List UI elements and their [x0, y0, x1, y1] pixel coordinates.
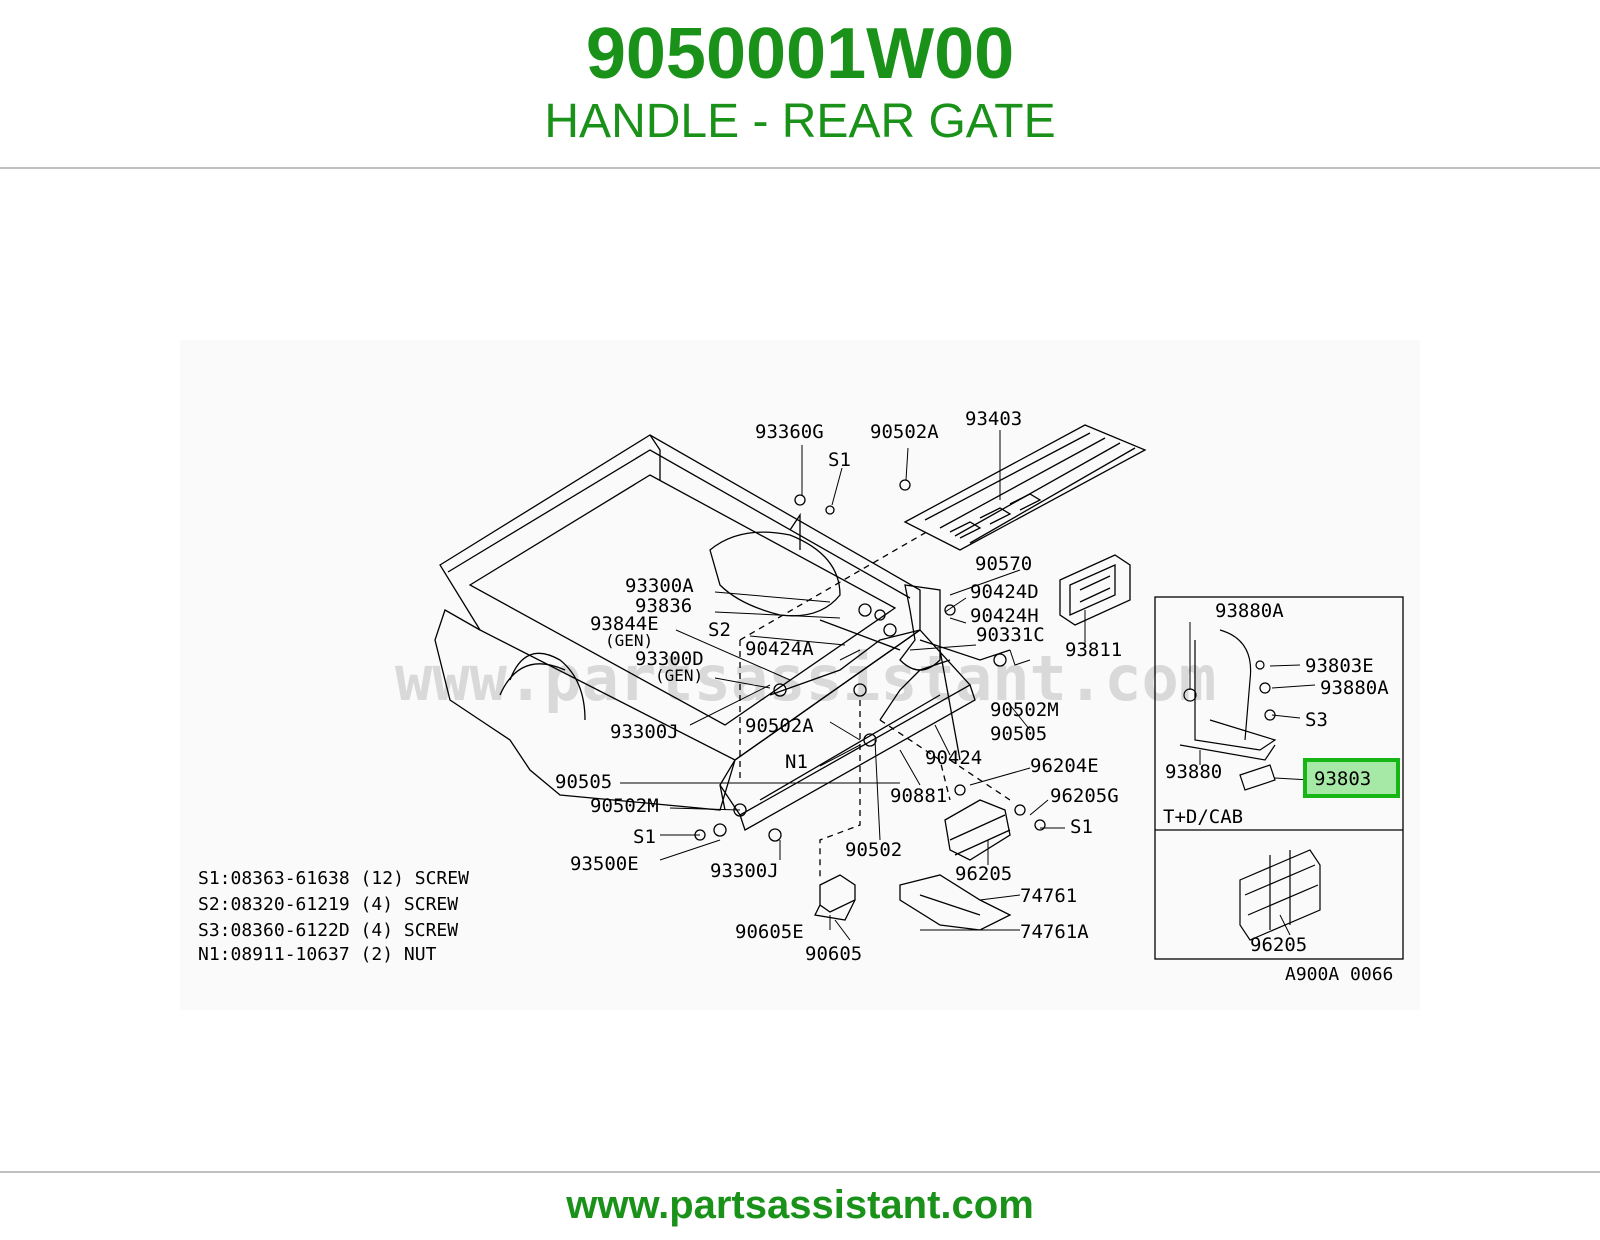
page-header: 9050001W00 HANDLE - REAR GATE	[0, 0, 1600, 168]
callout-S2: S2	[708, 619, 731, 641]
inset-callout-93880: 93880	[1165, 761, 1222, 783]
inset-callout-96205: 96205	[1250, 934, 1307, 956]
header-divider	[0, 167, 1600, 169]
callout-93300D: 93300D	[635, 648, 704, 670]
callout-90424H: 90424H	[970, 605, 1039, 627]
callout-93300J-bottom: 93300J	[710, 860, 779, 882]
inset-frame	[1154, 596, 1404, 960]
callout-90505-left: 90505	[555, 771, 612, 793]
footer-divider	[0, 1171, 1600, 1173]
part-number-title: 9050001W00	[585, 14, 1015, 94]
inset-variant-label: T+D/CAB	[1163, 806, 1243, 828]
callout-gen-2: (GEN)	[655, 666, 703, 685]
callout-labels: 93360G S1 90502A 93403 90570 90424D 9042…	[555, 408, 1122, 965]
inset-detail: 93880A 93803E 93880A S3 93880 T+D/CAB 96…	[1154, 596, 1404, 960]
part-name-subtitle: HANDLE - REAR GATE	[544, 95, 1056, 148]
callout-gen-1: (GEN)	[605, 631, 653, 650]
legend-line-s2: S2:08320-61219 (4) SCREW	[198, 894, 458, 915]
callout-S1-right: S1	[1070, 816, 1093, 838]
callout-90424: 90424	[925, 747, 982, 769]
callout-90881: 90881	[890, 785, 947, 807]
callout-96205G: 96205G	[1050, 785, 1119, 807]
highlighted-part-93803[interactable]: 93803	[1314, 768, 1371, 790]
callout-93836: 93836	[635, 595, 692, 617]
callout-90331C: 90331C	[976, 624, 1045, 646]
callout-90605: 90605	[805, 943, 862, 965]
footer-website-link[interactable]: www.partsassistant.com	[566, 1183, 1034, 1227]
callout-90505-right: 90505	[990, 723, 1047, 745]
callout-S1-top: S1	[828, 449, 851, 471]
callout-93360G: 93360G	[755, 421, 824, 443]
inset-callout-S3: S3	[1305, 709, 1328, 731]
callout-90502A-top: 90502A	[870, 421, 939, 443]
callout-leader-lines	[620, 430, 1086, 941]
callout-96205: 96205	[955, 863, 1012, 885]
callout-N1: N1	[785, 751, 808, 773]
callout-96204E: 96204E	[1030, 755, 1099, 777]
highlighted-part-box[interactable]	[1303, 758, 1400, 798]
callout-93844E: 93844E	[590, 613, 659, 635]
callout-93811: 93811	[1065, 639, 1122, 661]
drawing-code: A900A 0066	[1285, 964, 1393, 985]
callout-90570: 90570	[975, 553, 1032, 575]
callout-93500E: 93500E	[570, 853, 639, 875]
legend-line-s1: S1:08363-61638 (12) SCREW	[198, 868, 469, 889]
inset-callout-93880A: 93880A	[1320, 677, 1389, 699]
inset-callout-93803E: 93803E	[1305, 655, 1374, 677]
callout-90502M-right: 90502M	[990, 699, 1059, 721]
legend-line-s3: S3:08360-6122D (4) SCREW	[198, 920, 458, 941]
callout-90605E: 90605E	[735, 921, 804, 943]
callout-90502M-left: 90502M	[590, 795, 659, 817]
inset-callout-93880A-top: 93880A	[1215, 600, 1284, 622]
diagram-background	[180, 340, 1420, 1010]
callout-93300A: 93300A	[625, 575, 694, 597]
callout-74761: 74761	[1020, 885, 1077, 907]
fastener-legend: S1:08363-61638 (12) SCREW S2:08320-61219…	[198, 868, 469, 965]
callout-90424D: 90424D	[970, 581, 1039, 603]
callout-90502A-mid: 90502A	[745, 715, 814, 737]
callout-74761A: 74761A	[1020, 921, 1089, 943]
callout-90424A: 90424A	[745, 638, 814, 660]
parts-diagram: www.partsassistant.com	[180, 340, 1420, 1010]
callout-93403: 93403	[965, 408, 1022, 430]
legend-line-n1: N1:08911-10637 (2) NUT	[198, 944, 437, 965]
callout-S1-left: S1	[633, 826, 656, 848]
callout-90502: 90502	[845, 839, 902, 861]
callout-93300J-left: 93300J	[610, 721, 679, 743]
exploded-view-drawing: www.partsassistant.com	[180, 340, 1420, 1010]
